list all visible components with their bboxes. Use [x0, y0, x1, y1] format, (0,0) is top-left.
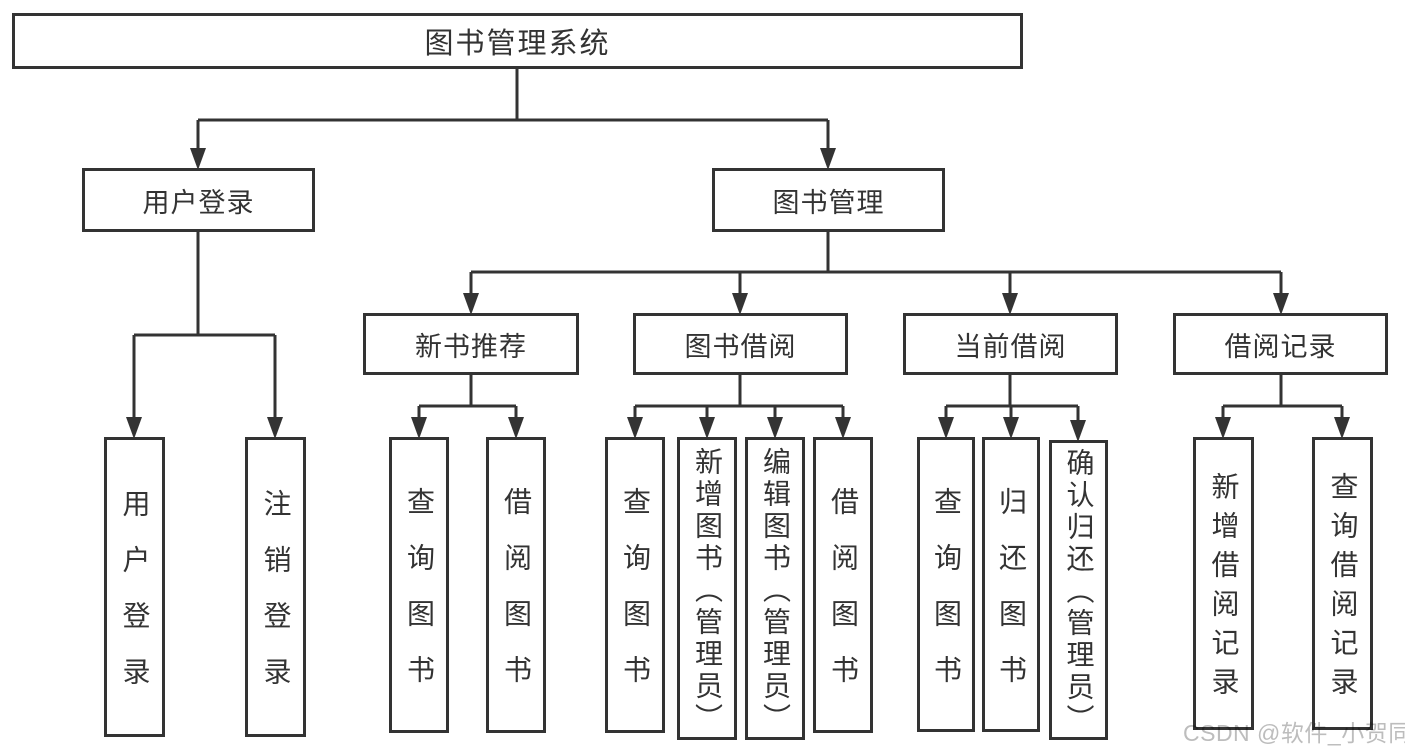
- leaf-borrow-borrow-books-label: 借阅图书: [828, 487, 859, 711]
- node-current-borrowing-label: 当前借阅: [954, 331, 1067, 362]
- leaf-recommend-query-books: 查询图书: [389, 437, 449, 733]
- leaf-borrow-edit-books-admin: 编辑图书（管理员）: [745, 437, 805, 740]
- leaf-logout: 注销登录: [245, 437, 306, 737]
- node-book-management-label: 图书管理: [772, 187, 885, 218]
- node-new-book-recommendation-label: 新书推荐: [415, 331, 527, 362]
- leaf-current-query-books-label: 查询图书: [931, 486, 962, 711]
- node-book-management: 图书管理: [712, 168, 945, 232]
- csdn-watermark: CSDN @软件_小贺同学: [1183, 720, 1405, 746]
- leaf-recommend-borrow-books: 借阅图书: [486, 437, 546, 733]
- leaf-records-add-record: 新增借阅记录: [1193, 437, 1254, 730]
- node-root-label: 图书管理系统: [424, 28, 611, 60]
- node-borrowing-records-label: 借阅记录: [1224, 331, 1337, 362]
- leaf-records-query-record-label: 查询借阅记录: [1327, 472, 1359, 706]
- leaf-user-login: 用户登录: [104, 437, 165, 737]
- node-book-borrowing-label: 图书借阅: [684, 331, 797, 362]
- leaf-current-return-books-label: 归还图书: [996, 486, 1027, 711]
- leaf-borrow-query-books: 查询图书: [605, 437, 665, 733]
- leaf-current-confirm-return-admin-label: 确认归还（管理员）: [1063, 448, 1095, 736]
- leaf-borrow-borrow-books: 借阅图书: [813, 437, 873, 733]
- node-book-borrowing: 图书借阅: [633, 313, 848, 375]
- leaf-recommend-borrow-books-label: 借阅图书: [501, 487, 532, 711]
- node-root: 图书管理系统: [12, 13, 1023, 69]
- leaf-user-login-label: 用户登录: [119, 489, 151, 713]
- leaf-records-add-record-label: 新增借阅记录: [1208, 472, 1240, 706]
- leaf-borrow-edit-books-admin-label: 编辑图书（管理员）: [760, 446, 791, 735]
- node-current-borrowing: 当前借阅: [903, 313, 1118, 375]
- leaf-current-return-books: 归还图书: [982, 437, 1040, 732]
- leaf-current-confirm-return-admin: 确认归还（管理员）: [1049, 440, 1108, 740]
- leaf-recommend-query-books-label: 查询图书: [404, 487, 435, 711]
- node-new-book-recommendation: 新书推荐: [363, 313, 579, 375]
- leaf-logout-label: 注销登录: [260, 489, 292, 713]
- node-user-login-label: 用户登录: [142, 187, 255, 218]
- node-user-login: 用户登录: [82, 168, 315, 232]
- node-borrowing-records: 借阅记录: [1173, 313, 1388, 375]
- leaf-records-query-record: 查询借阅记录: [1312, 437, 1373, 730]
- leaf-current-query-books: 查询图书: [917, 437, 975, 732]
- leaf-borrow-query-books-label: 查询图书: [620, 487, 651, 711]
- leaf-borrow-add-books-admin: 新增图书（管理员）: [677, 437, 737, 740]
- leaf-borrow-add-books-admin-label: 新增图书（管理员）: [692, 446, 723, 735]
